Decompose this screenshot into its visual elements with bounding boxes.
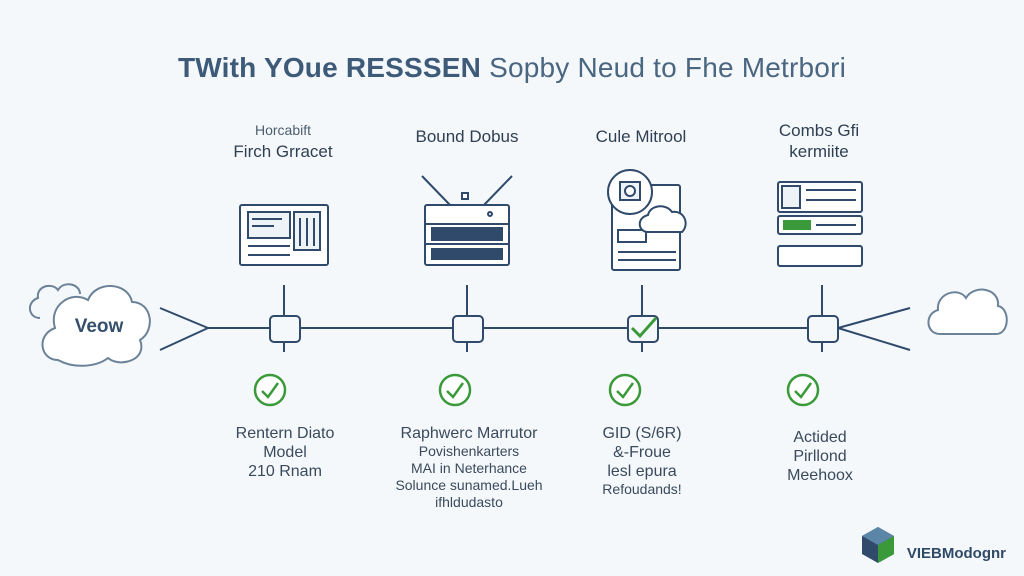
column-4-desc-line-1: Actided [793,429,847,446]
title-part-1: TWith YOue RESSSEN [177,52,482,83]
check-circle-icon-4 [786,373,820,407]
page-title: TWith YOue RESSSEN Sopby Neud to Fhe Met… [0,52,1024,84]
cloud-server-icon [607,169,687,271]
column-1-title: Horcabift Firch Grracet [198,120,368,162]
column-4-title-line-2: kermiite [789,142,849,161]
column-2-desc-line-4: Solunce sunamed.Lueh [395,477,543,493]
column-1-desc-line-3: 210 Rnam [248,463,322,480]
brand-watermark: VIEBModognr [867,545,1006,562]
check-circle-icon-2 [438,373,472,407]
column-4-desc-line-3: Meehoox [787,467,853,484]
column-2-desc-line-5: ifhldudasto [435,494,503,510]
column-3-desc-line-2: &-Froue [613,444,671,461]
column-2-title-line-1: Bound Dobus [415,127,519,146]
switch-stack-icon [777,181,863,267]
column-4-title-line-1: Combs Gfi [778,121,860,140]
junction-node-2 [452,315,484,343]
column-3-description: GID (S/6R) &-Froue lesl epura Refoudands… [542,424,742,498]
column-4-desc-line-2: Pirllond [793,448,847,465]
router-device-icon [421,175,513,266]
left-cloud-icon [29,283,151,367]
column-4-description: Actided Pirllond Meehoox [720,428,920,485]
right-cloud-icon [927,288,1008,335]
column-2-desc-line-3: MAI in Neterhance [411,460,527,476]
junction-node-1 [269,315,301,343]
column-1-desc-line-2: Model [263,444,307,461]
cloud-label: Veow [74,316,124,337]
column-1-description: Rentern Diato Model 210 Rnam [185,424,385,481]
column-2-title: Bound Dobus [382,126,552,147]
column-3-desc-line-1: GID (S/6R) [602,425,682,442]
brand-name: VIEBModognr [906,545,1006,562]
backbone-line [159,307,911,351]
column-2-desc-line-1: Raphwerc Marrutor [400,425,538,442]
column-1-title-line-2: Firch Grracet [233,142,333,161]
brand-logo-icon [862,527,894,563]
junction-check-icon [630,317,658,339]
junction-node-4 [807,315,839,343]
column-4-title: Combs Gfi kermiite [734,120,904,162]
column-3-title: Cule Mitrool [556,126,726,147]
check-circle-icon-3 [608,373,642,407]
column-2-desc-line-2: Povishenkarters [418,443,520,459]
panel-device-icon [239,204,329,266]
title-part-2: Sopby Neud to Fhe Metrbori [489,52,847,83]
column-3-desc-line-4: Refoudands! [602,481,682,497]
column-1-desc-line-1: Rentern Diato [235,425,335,442]
column-3-desc-line-3: lesl epura [607,463,677,480]
column-2-description: Raphwerc Marrutor Povishenkarters MAI in… [369,424,569,511]
column-3-title-line-1: Cule Mitrool [595,127,687,146]
check-circle-icon-1 [253,373,287,407]
column-1-title-line-1: Horcabift [254,122,312,138]
